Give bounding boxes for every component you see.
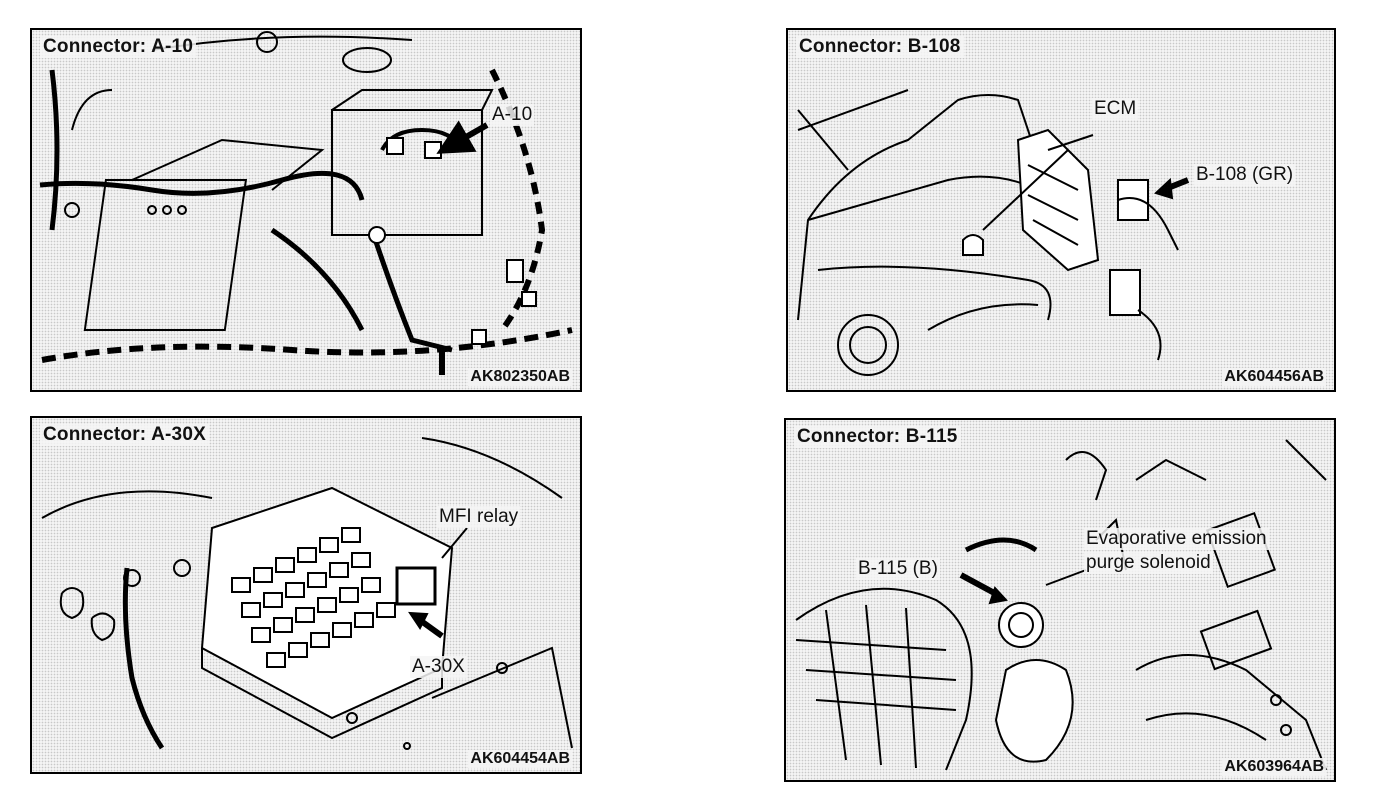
panel-title: Connector: B-115 <box>794 426 961 448</box>
vehicle-ecm-illustration <box>797 89 1190 376</box>
relay-box-illustration <box>41 437 573 750</box>
figure-code: AK604454AB <box>468 750 572 768</box>
engine-bay-illustration-a10 <box>39 31 573 375</box>
callout-b115: B-115 (B) <box>856 558 940 580</box>
callout-ecm: ECM <box>1092 98 1139 120</box>
panel-connector-b108: Connector: B-108 ECM B-108 (GR) AK604456… <box>786 28 1336 392</box>
callout-a30x: A-30X <box>410 656 467 678</box>
figure-code: AK603964AB <box>1222 758 1326 776</box>
panel-title: Connector: B-108 <box>796 36 964 58</box>
figure-code: AK604456AB <box>1222 368 1326 386</box>
panel-title: Connector: A-30X <box>40 424 209 446</box>
panel-connector-a10: Connector: A-10 A-10 AK802350AB <box>30 28 582 392</box>
callout-purge-solenoid: purge solenoid <box>1084 552 1213 574</box>
callout-a10: A-10 <box>490 104 535 126</box>
panel-title: Connector: A-10 <box>40 36 197 58</box>
purge-solenoid-illustration <box>795 439 1327 771</box>
figure-code: AK802350AB <box>468 368 572 386</box>
callout-mfi-relay: MFI relay <box>437 506 521 528</box>
callout-b108: B-108 (GR) <box>1194 164 1296 186</box>
panel-connector-a30x: Connector: A-30X MFI relay A-30X AK60445… <box>30 416 582 774</box>
panel-connector-b115: Connector: B-115 Evaporative emission pu… <box>784 418 1336 782</box>
callout-evaporative-emission: Evaporative emission <box>1084 528 1269 550</box>
